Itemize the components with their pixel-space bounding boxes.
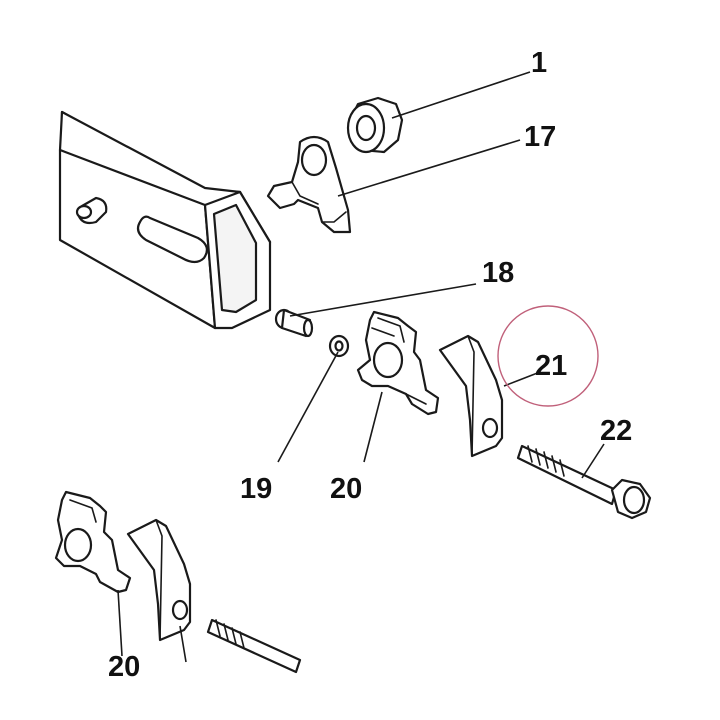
callout-17: 17	[524, 121, 556, 153]
repeat-clamp-block	[54, 490, 132, 594]
callout-bottom-20: 20	[108, 651, 140, 683]
part-19-washer	[328, 334, 350, 358]
callout-top: 1	[531, 47, 547, 79]
callout-20: 20	[330, 473, 362, 505]
callout-19: 19	[240, 473, 272, 505]
callout-22: 22	[600, 415, 632, 447]
leader-lines	[117, 71, 605, 663]
part-17-bracket	[266, 135, 352, 234]
callout-21-highlight-circle	[497, 305, 599, 407]
part-20-clamp-block	[356, 310, 440, 416]
part-22-bolt	[516, 444, 652, 520]
part-18-screw	[274, 308, 314, 338]
callout-18: 18	[482, 257, 514, 289]
callout-21: 21	[535, 350, 567, 382]
part-1-bushing	[346, 96, 404, 154]
part-21-angled-plate	[438, 334, 504, 458]
frame-rail	[58, 110, 272, 330]
repeat-angled-plate	[126, 518, 192, 642]
repeat-bolt	[206, 618, 302, 674]
